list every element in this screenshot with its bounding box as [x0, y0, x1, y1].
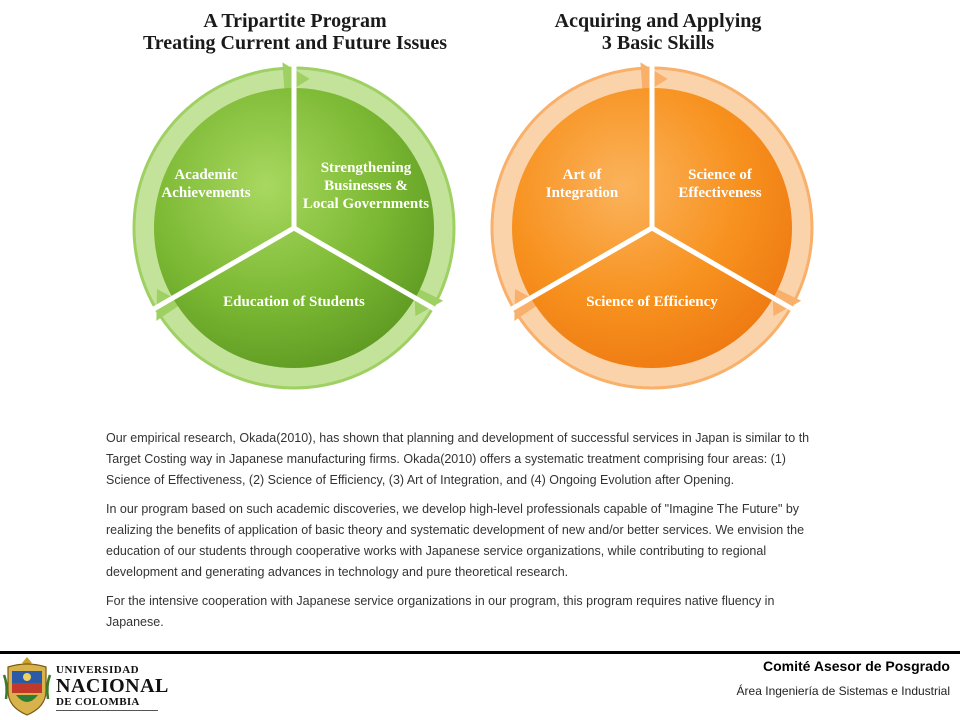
- text-line: Target Costing way in Japanese manufactu…: [106, 452, 786, 466]
- text-line: Science of Effectiveness, (2) Science of…: [106, 473, 735, 487]
- diagram-title-tripartite: A Tripartite Program Treating Current an…: [120, 10, 470, 54]
- paragraph-program: In our program based on such academic di…: [106, 499, 830, 583]
- cycle-arrowhead: [156, 289, 183, 321]
- description-text: Our empirical research, Okada(2010), has…: [106, 428, 830, 642]
- cycle-arrowhead: [414, 286, 444, 317]
- segment-label: Education of Students: [223, 294, 365, 310]
- university-line: UNIVERSIDAD: [56, 664, 140, 676]
- title-line: Acquiring and Applying: [554, 10, 762, 32]
- committee-area: Área Ingeniería de Sistemas e Industrial: [736, 684, 950, 698]
- paragraph-requirements: For the intensive cooperation with Japan…: [106, 591, 830, 633]
- segment-label: Science of Efficiency: [586, 294, 718, 310]
- wordmark-underline: [56, 710, 158, 711]
- university-line: DE COLOMBIA: [56, 696, 140, 708]
- university-wordmark: UNIVERSIDAD NACIONAL DE COLOMBIA: [56, 664, 169, 708]
- segment-divider: [506, 225, 654, 314]
- text-line: For the intensive cooperation with Japan…: [106, 594, 775, 608]
- text-line: development and generating advances in t…: [106, 565, 569, 579]
- segment-divider: [148, 225, 296, 314]
- university-line: NACIONAL: [56, 675, 169, 697]
- text-line: education of our students through cooper…: [106, 544, 767, 558]
- cycle-arrowhead: [772, 286, 802, 317]
- committee-block: Comité Asesor de Posgrado Área Ingenierí…: [737, 657, 950, 701]
- cycle-arrowhead: [514, 289, 541, 321]
- committee-name: Comité Asesor de Posgrado: [763, 658, 950, 674]
- text-line: In our program based on such academic di…: [106, 502, 800, 516]
- diagram-title-basic-skills: Acquiring and Applying 3 Basic Skills: [508, 10, 808, 54]
- segment-divider: [650, 225, 798, 314]
- text-line: Our empirical research, Okada(2010), has…: [106, 431, 810, 445]
- text-line: Japanese.: [106, 615, 164, 629]
- title-line: 3 Basic Skills: [601, 32, 715, 54]
- text-line: realizing the benefits of application of…: [106, 523, 805, 537]
- footer-divider: [0, 651, 960, 654]
- segment-divider: [292, 225, 440, 314]
- title-line: Treating Current and Future Issues: [142, 32, 448, 54]
- university-crest-icon: [2, 657, 52, 716]
- title-line: A Tripartite Program: [203, 10, 387, 32]
- paragraph-research: Our empirical research, Okada(2010), has…: [106, 428, 830, 491]
